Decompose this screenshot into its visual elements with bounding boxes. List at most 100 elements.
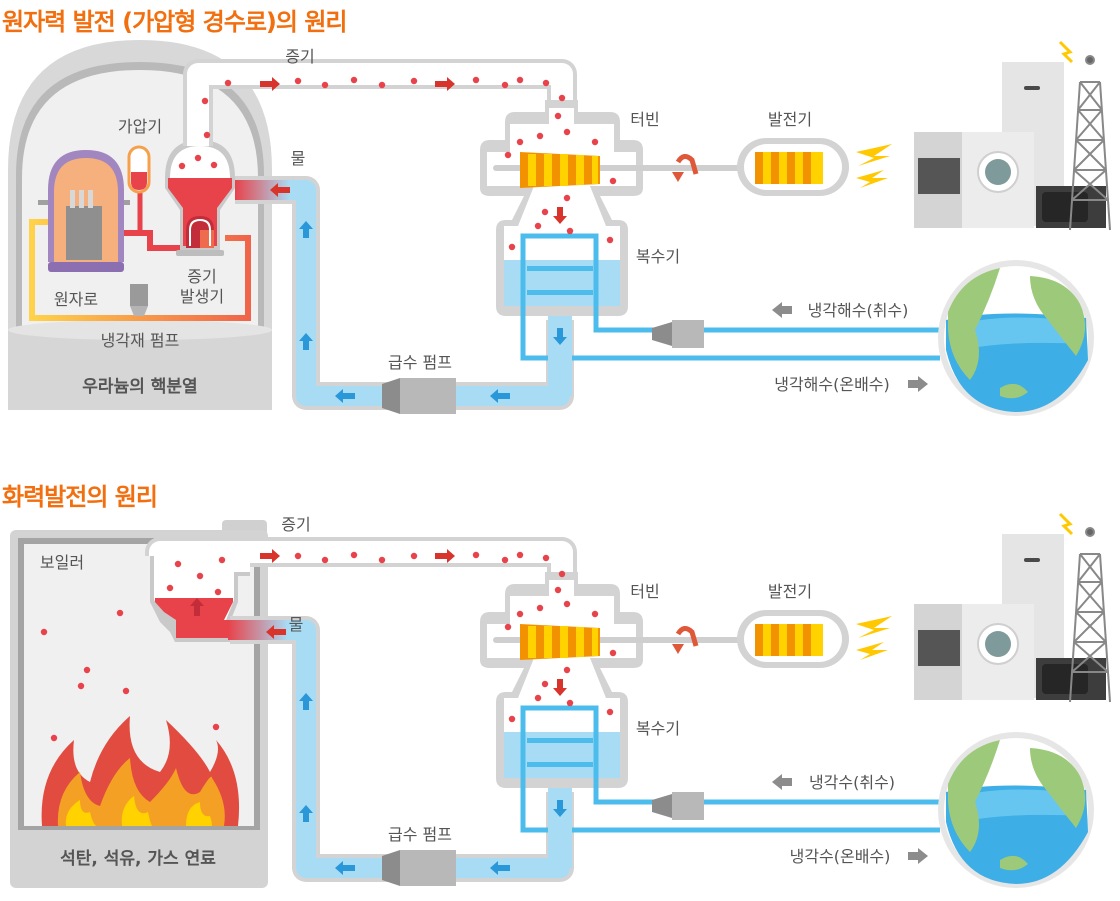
cooling-out-label: 냉각해수(온배수): [774, 375, 890, 394]
generator-label: 발전기: [768, 110, 812, 129]
steam-particle: [534, 222, 542, 230]
flow-arrow-left-icon: [490, 861, 510, 875]
steam-particle: [472, 76, 480, 84]
water-label: 물: [289, 615, 304, 634]
earth-globe-icon: [938, 732, 1094, 888]
steam-particle: [542, 554, 550, 562]
steam-particle: [554, 112, 562, 120]
flow-arrows: [260, 549, 567, 875]
steam-particle: [606, 708, 614, 716]
steam-particle: [554, 586, 562, 594]
cooling-pump-icon: [652, 792, 704, 820]
feed-pump-label: 급수 펌프: [388, 353, 452, 372]
steam-particle: [508, 715, 516, 723]
steam-generator-label-2: 발생기: [180, 287, 224, 306]
flow-arrow-right-icon: [260, 77, 280, 91]
heat-source-label: 석탄, 석유, 가스 연료: [60, 849, 216, 869]
steam-particle: [410, 77, 418, 85]
cooling-in-arrow-icon: [772, 774, 792, 790]
transmission-tower-icon: [1069, 527, 1111, 703]
steam-particle: [563, 128, 571, 136]
flow-arrow-up-icon: [299, 805, 313, 822]
flow-arrow-left-icon: [266, 625, 286, 639]
thermal-diagram: 보일러 석탄, 석유, 가스 연료 증기 물 급수 펌프: [10, 512, 1111, 888]
steam-particle: [591, 138, 599, 146]
steam-particle: [83, 666, 91, 674]
steam-particle: [77, 682, 85, 690]
steam-particle: [224, 79, 232, 87]
water-label: 물: [291, 149, 306, 168]
flow-arrow-right-icon: [435, 549, 455, 563]
steam-particle: [558, 94, 566, 102]
steam-particle: [566, 227, 574, 235]
steam-particle: [501, 556, 509, 564]
flow-arrow-left-icon: [335, 389, 355, 403]
turbine-label: 터빈: [630, 582, 659, 601]
feed-pump-icon: [382, 850, 456, 886]
cooling-out-arrow-icon: [908, 376, 928, 392]
lightning-icon: [1058, 512, 1074, 536]
steam-label: 증기: [281, 515, 310, 534]
lightning-icon: [856, 616, 892, 660]
steam-particle: [203, 131, 211, 139]
steam-particle: [508, 243, 516, 251]
steam-particles: [178, 76, 617, 251]
steam-particle: [178, 162, 186, 170]
steam-particle: [541, 208, 549, 216]
steam-particle: [116, 609, 124, 617]
heat-source-label: 우라늄의 핵분열: [82, 377, 197, 397]
steam-particle: [501, 81, 509, 89]
transmission-tower-icon: [1069, 55, 1111, 231]
steam-particle: [194, 154, 202, 162]
steam-particle: [212, 723, 220, 731]
steam-particle: [196, 572, 204, 580]
flow-arrow-down-icon: [553, 207, 567, 224]
flow-arrow-left-icon: [270, 183, 290, 197]
steam-particle: [516, 138, 524, 146]
steam-particles: [40, 551, 617, 742]
steam-particle: [536, 604, 544, 612]
steam-particle: [50, 734, 58, 742]
condenser-label: 복수기: [636, 719, 680, 738]
nuclear-title: 원자력 발전 (가압형 경수로)의 원리: [2, 8, 347, 36]
flow-arrow-right-icon: [435, 77, 455, 91]
steam-particle: [563, 194, 571, 202]
steam-particle: [122, 687, 130, 695]
cooling-in-arrow-icon: [772, 302, 792, 318]
cooling-in-label: 냉각해수(취수): [808, 301, 909, 320]
steam-particle: [201, 97, 209, 105]
steam-label: 증기: [285, 47, 314, 66]
turbine-label: 터빈: [630, 110, 659, 129]
steam-particle: [541, 680, 549, 688]
steam-particle: [542, 79, 550, 87]
steam-particle: [321, 556, 329, 564]
steam-particle: [534, 694, 542, 702]
steam-particle: [294, 77, 302, 85]
steam-particle: [410, 552, 418, 560]
generator-label: 발전기: [768, 582, 812, 601]
steam-particle: [504, 623, 512, 631]
steam-particle: [214, 588, 222, 596]
steam-particle: [516, 76, 524, 84]
lightning-icon: [856, 144, 892, 188]
steam-particle: [350, 76, 358, 84]
steam-particle: [609, 177, 617, 185]
generator-icon: [737, 138, 849, 196]
steam-particle: [609, 649, 617, 657]
steam-particle: [472, 551, 480, 559]
turbine-icon: [480, 100, 743, 316]
steam-generator-label-1: 증기: [187, 267, 216, 286]
steam-particle: [563, 600, 571, 608]
flow-arrow-down-icon: [553, 328, 567, 345]
flow-arrow-down-icon: [553, 800, 567, 817]
steam-particle: [504, 151, 512, 159]
cooling-out-arrow-icon: [908, 848, 928, 864]
lightning-icon: [1058, 40, 1074, 64]
steam-particle: [210, 161, 218, 169]
feed-pump-icon: [382, 378, 456, 414]
boiler-label: 보일러: [40, 553, 84, 572]
steam-particle: [591, 610, 599, 618]
reactor-label: 원자로: [54, 290, 98, 309]
flow-arrow-up-icon: [299, 693, 313, 710]
steam-particle: [166, 584, 174, 592]
